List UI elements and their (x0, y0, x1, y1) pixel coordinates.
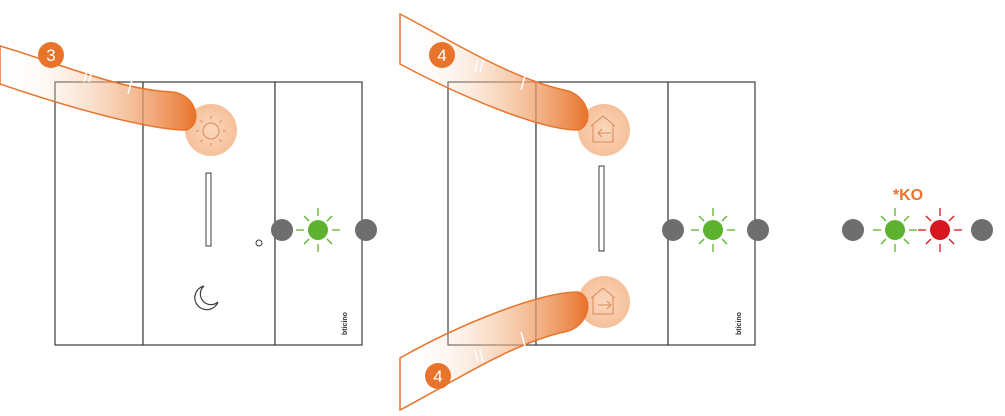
device-right-key[interactable] (667, 81, 756, 346)
led-red-blink (918, 208, 962, 252)
ko-status: *KO (842, 187, 993, 252)
led-off-left (271, 219, 293, 241)
press-highlight (185, 104, 237, 156)
device-panel-2: bticino 4 4 (399, 12, 756, 412)
sun-icon (196, 116, 226, 146)
press-highlight-bottom (578, 276, 630, 328)
led-green-blink (873, 208, 917, 252)
led-row-1 (271, 208, 377, 252)
indicator-dot (255, 239, 263, 247)
step-badge-4-top: 4 (429, 42, 455, 68)
device-left-key[interactable] (447, 81, 537, 346)
device-panel-1: bticino 3 (0, 42, 363, 346)
led-row-2 (662, 208, 769, 252)
step-badge-3: 3 (38, 42, 64, 68)
led-off-right (971, 219, 993, 241)
svg-text:3: 3 (46, 46, 55, 65)
led-green-blink (691, 208, 735, 252)
led-off-right (355, 219, 377, 241)
moon-icon (194, 285, 219, 311)
brand-logo: bticino (342, 312, 349, 335)
led-off-left (842, 219, 864, 241)
ko-label: *KO (893, 187, 923, 204)
led-green-blink (296, 208, 340, 252)
svg-text:4: 4 (433, 367, 442, 386)
device-left-key[interactable] (54, 81, 144, 346)
home-exit-icon (590, 287, 616, 315)
slider-track (205, 172, 212, 247)
svg-text:4: 4 (437, 46, 446, 65)
slider-track (598, 165, 605, 252)
led-off-right (747, 219, 769, 241)
home-enter-icon (590, 115, 616, 143)
press-highlight-top (578, 104, 630, 156)
led-off-left (662, 219, 684, 241)
step-badge-4-bottom: 4 (425, 363, 451, 389)
brand-logo: bticino (736, 312, 743, 335)
